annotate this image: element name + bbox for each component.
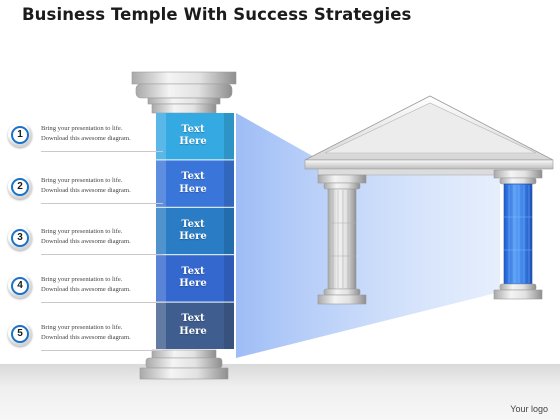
step-number: 5 [17, 328, 23, 339]
segment-label-line1: Text [181, 265, 205, 277]
step-number-badge: 2 [8, 175, 32, 199]
pillar-segments [156, 113, 234, 349]
pillar-segment-highlight [156, 302, 166, 349]
step-item-5: 5 Bring your presentation to life. Downl… [8, 316, 163, 356]
floor [0, 364, 560, 420]
segment-label-line1: Text [181, 171, 205, 183]
step-text-line2: Download this awesome diagram. [41, 333, 131, 341]
segment-label-line2: Here [179, 325, 207, 337]
step-text: Bring your presentation to life. Downloa… [41, 227, 131, 246]
step-text-line1: Bring your presentation to life. [41, 125, 123, 132]
step-divider [41, 350, 163, 351]
step-number-badge: 4 [8, 274, 32, 298]
pillar-segment-4 [156, 255, 234, 302]
step-text-line1: Bring your presentation to life. [41, 276, 123, 283]
step-item-3: 3 Bring your presentation to life. Downl… [8, 220, 163, 260]
pillar-segment-5 [156, 302, 234, 349]
step-divider [41, 302, 163, 303]
segment-label-line1: Text [181, 218, 205, 230]
step-text-line1: Bring your presentation to life. [41, 324, 123, 331]
segment-label-line1: Text [181, 123, 205, 135]
step-number: 1 [17, 129, 23, 140]
step-item-1: 1 Bring your presentation to life. Downl… [8, 117, 163, 157]
step-number-badge: 5 [8, 322, 32, 346]
segment-label-line2: Here [179, 231, 207, 242]
step-text: Bring your presentation to life. Downloa… [41, 124, 131, 143]
pillar-segment-1 [156, 113, 234, 160]
step-number-badge: 3 [8, 226, 32, 250]
step-text: Bring your presentation to life. Downloa… [41, 176, 131, 195]
step-text-line2: Download this awesome diagram. [41, 186, 131, 194]
step-text: Bring your presentation to life. Downloa… [41, 275, 131, 294]
segment-label-line2: Here [179, 183, 207, 195]
step-text-line1: Bring your presentation to life. [41, 228, 123, 235]
step-text-line2: Download this awesome diagram. [41, 134, 131, 142]
page-title: Business Temple With Success Strategies [22, 5, 412, 24]
pillar-segment-2 [156, 160, 234, 207]
pillar-segment-shade [224, 113, 234, 160]
pillar-segment-shade [224, 207, 234, 255]
pillar-segment-highlight [156, 207, 166, 255]
step-number-badge: 1 [8, 123, 32, 147]
pillar-segment-highlight [156, 255, 166, 302]
step-item-4: 4 Bring your presentation to life. Downl… [8, 268, 163, 308]
step-divider [41, 151, 163, 152]
step-text-line2: Download this awesome diagram. [41, 237, 131, 245]
step-text: Bring your presentation to life. Downloa… [41, 323, 131, 342]
step-number: 2 [17, 181, 23, 192]
step-text-line2: Download this awesome diagram. [41, 285, 131, 293]
step-item-2: 2 Bring your presentation to life. Downl… [8, 169, 163, 209]
step-number: 3 [17, 232, 23, 243]
segment-label-line2: Here [179, 136, 207, 148]
step-number: 4 [17, 280, 23, 291]
segment-label-line1: Text [181, 313, 205, 325]
step-text-line1: Bring your presentation to life. [41, 177, 123, 184]
logo-placeholder: Your logo [510, 404, 548, 414]
pillar-segment-shade [224, 255, 234, 302]
step-divider [41, 254, 163, 255]
pillar-segment-3 [156, 207, 234, 255]
pillar-segment-shade [224, 302, 234, 349]
main-pillar [131, 71, 237, 380]
pillar-segment-shade [224, 160, 234, 207]
step-divider [41, 203, 163, 204]
pillar-segment-highlight [156, 113, 166, 160]
temple [304, 95, 554, 305]
pillar-segment-highlight [156, 160, 166, 207]
segment-label-line2: Here [179, 278, 207, 290]
